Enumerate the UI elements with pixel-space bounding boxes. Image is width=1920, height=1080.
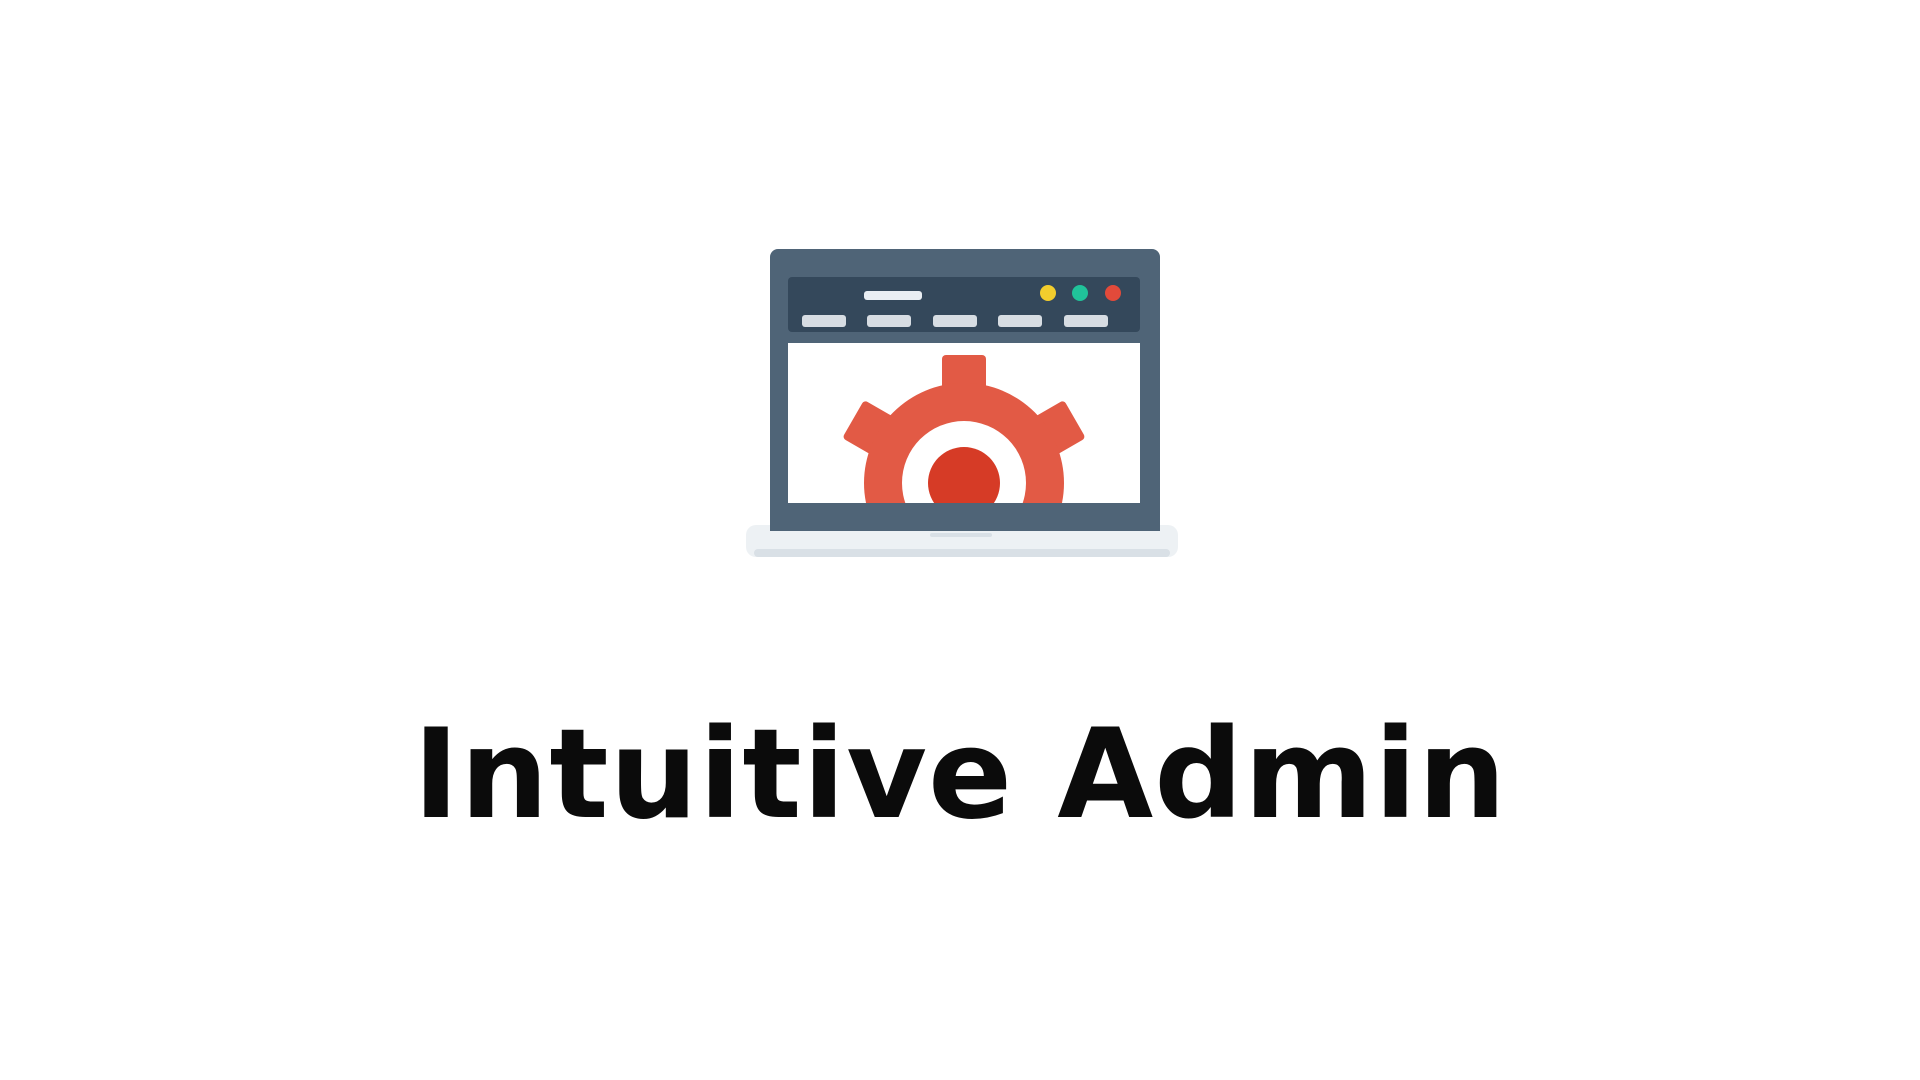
admin-settings-laptop-icon <box>742 245 1182 575</box>
window-dot-green <box>1072 285 1088 301</box>
window-tab <box>1064 315 1108 327</box>
page-title: Intuitive Admin <box>412 703 1508 847</box>
window-tab <box>867 315 911 327</box>
window-tab <box>802 315 846 327</box>
laptop-base-shadow <box>754 549 1170 557</box>
gear-icon <box>843 355 1085 503</box>
laptop-illustration <box>746 249 1178 557</box>
window-tab <box>998 315 1042 327</box>
window-dot-red <box>1105 285 1121 301</box>
window-tab <box>933 315 977 327</box>
window-dot-yellow <box>1040 285 1056 301</box>
monitor-bottom-bezel <box>770 503 1160 531</box>
window-title-text <box>864 291 922 300</box>
laptop-notch <box>930 533 992 537</box>
